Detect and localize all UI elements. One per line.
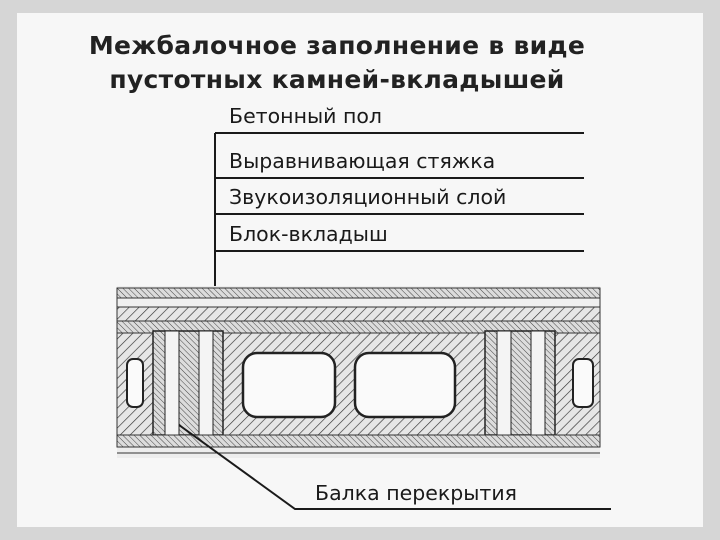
slide: Межбалочное заполнение в виде пустотных …: [17, 13, 703, 527]
beam-label: Балка перекрытия: [315, 481, 518, 505]
layer-label-insert-block: Блок-вкладыш: [229, 222, 388, 246]
beam-leader-line: [178, 424, 611, 510]
layer-label-concrete-floor: Бетонный пол: [229, 104, 383, 128]
slide-title: Межбалочное заполнение в виде пустотных …: [57, 29, 617, 97]
layer-label-sound-insulation: Звукоизоляционный слой: [229, 185, 507, 209]
cross-section-drawing: [116, 286, 601, 458]
floor-section-diagram: [116, 132, 611, 510]
title-line-2: пустотных камней-вкладышей: [109, 65, 565, 94]
title-line-1: Межбалочное заполнение в виде: [88, 31, 586, 60]
layer-label-leveling-screed: Выравнивающая стяжка: [229, 149, 496, 173]
